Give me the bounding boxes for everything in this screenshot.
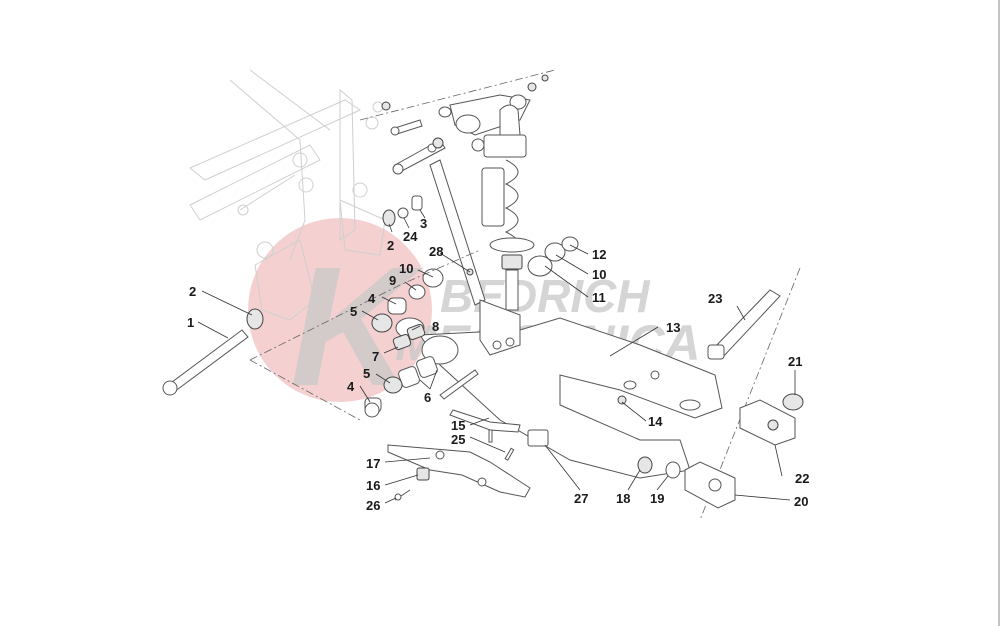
rocker-linkage — [381, 74, 549, 175]
chain-adjusters — [637, 393, 804, 509]
leader-lines — [197, 209, 796, 504]
bleed-valve — [617, 395, 627, 405]
callout-10[interactable]: 10 — [592, 267, 606, 282]
callout-6[interactable]: 6 — [424, 390, 431, 405]
callout-12[interactable]: 12 — [592, 247, 606, 262]
pivot-shaft — [162, 308, 264, 396]
callout-5[interactable]: 5 — [363, 366, 370, 381]
callout-20[interactable]: 20 — [794, 494, 808, 509]
scrollbar-edge — [998, 0, 1000, 626]
callout-24[interactable]: 24 — [403, 229, 418, 244]
callout-19[interactable]: 19 — [650, 491, 664, 506]
callout-10[interactable]: 10 — [399, 261, 413, 276]
shock-absorber — [471, 104, 535, 311]
callout-2[interactable]: 2 — [387, 238, 394, 253]
assembly-line — [359, 69, 556, 121]
callout-8[interactable]: 8 — [432, 319, 439, 334]
upper-hardware — [382, 195, 423, 227]
callout-labels: 1 2 2 3 4 4 5 5 6 7 8 9 10 10 11 12 13 1… — [187, 216, 809, 513]
callout-17[interactable]: 17 — [366, 456, 380, 471]
callout-16[interactable]: 16 — [366, 478, 380, 493]
frame-outline — [189, 69, 386, 321]
callout-22[interactable]: 22 — [795, 471, 809, 486]
watermark-circle — [248, 218, 432, 402]
callout-26[interactable]: 26 — [366, 498, 380, 513]
callout-13[interactable]: 13 — [666, 320, 680, 335]
rear-axle — [707, 289, 781, 360]
callout-27[interactable]: 27 — [574, 491, 588, 506]
callout-4[interactable]: 4 — [347, 379, 355, 394]
callout-7[interactable]: 7 — [372, 349, 379, 364]
chain-guard — [387, 369, 549, 501]
callout-15[interactable]: 15 — [451, 418, 465, 433]
callout-23[interactable]: 23 — [708, 291, 722, 306]
callout-1[interactable]: 1 — [187, 315, 194, 330]
swingarm — [395, 299, 723, 479]
callout-18[interactable]: 18 — [616, 491, 630, 506]
callout-28[interactable]: 28 — [429, 244, 443, 259]
callout-11[interactable]: 11 — [592, 290, 606, 305]
assembly-line — [249, 359, 361, 421]
callout-2[interactable]: 2 — [189, 284, 196, 299]
callout-21[interactable]: 21 — [788, 354, 802, 369]
callout-14[interactable]: 14 — [648, 414, 663, 429]
callout-25[interactable]: 25 — [451, 432, 465, 447]
callout-4[interactable]: 4 — [368, 291, 376, 306]
callout-5[interactable]: 5 — [350, 304, 357, 319]
callout-9[interactable]: 9 — [389, 273, 396, 288]
callout-3[interactable]: 3 — [420, 216, 427, 231]
